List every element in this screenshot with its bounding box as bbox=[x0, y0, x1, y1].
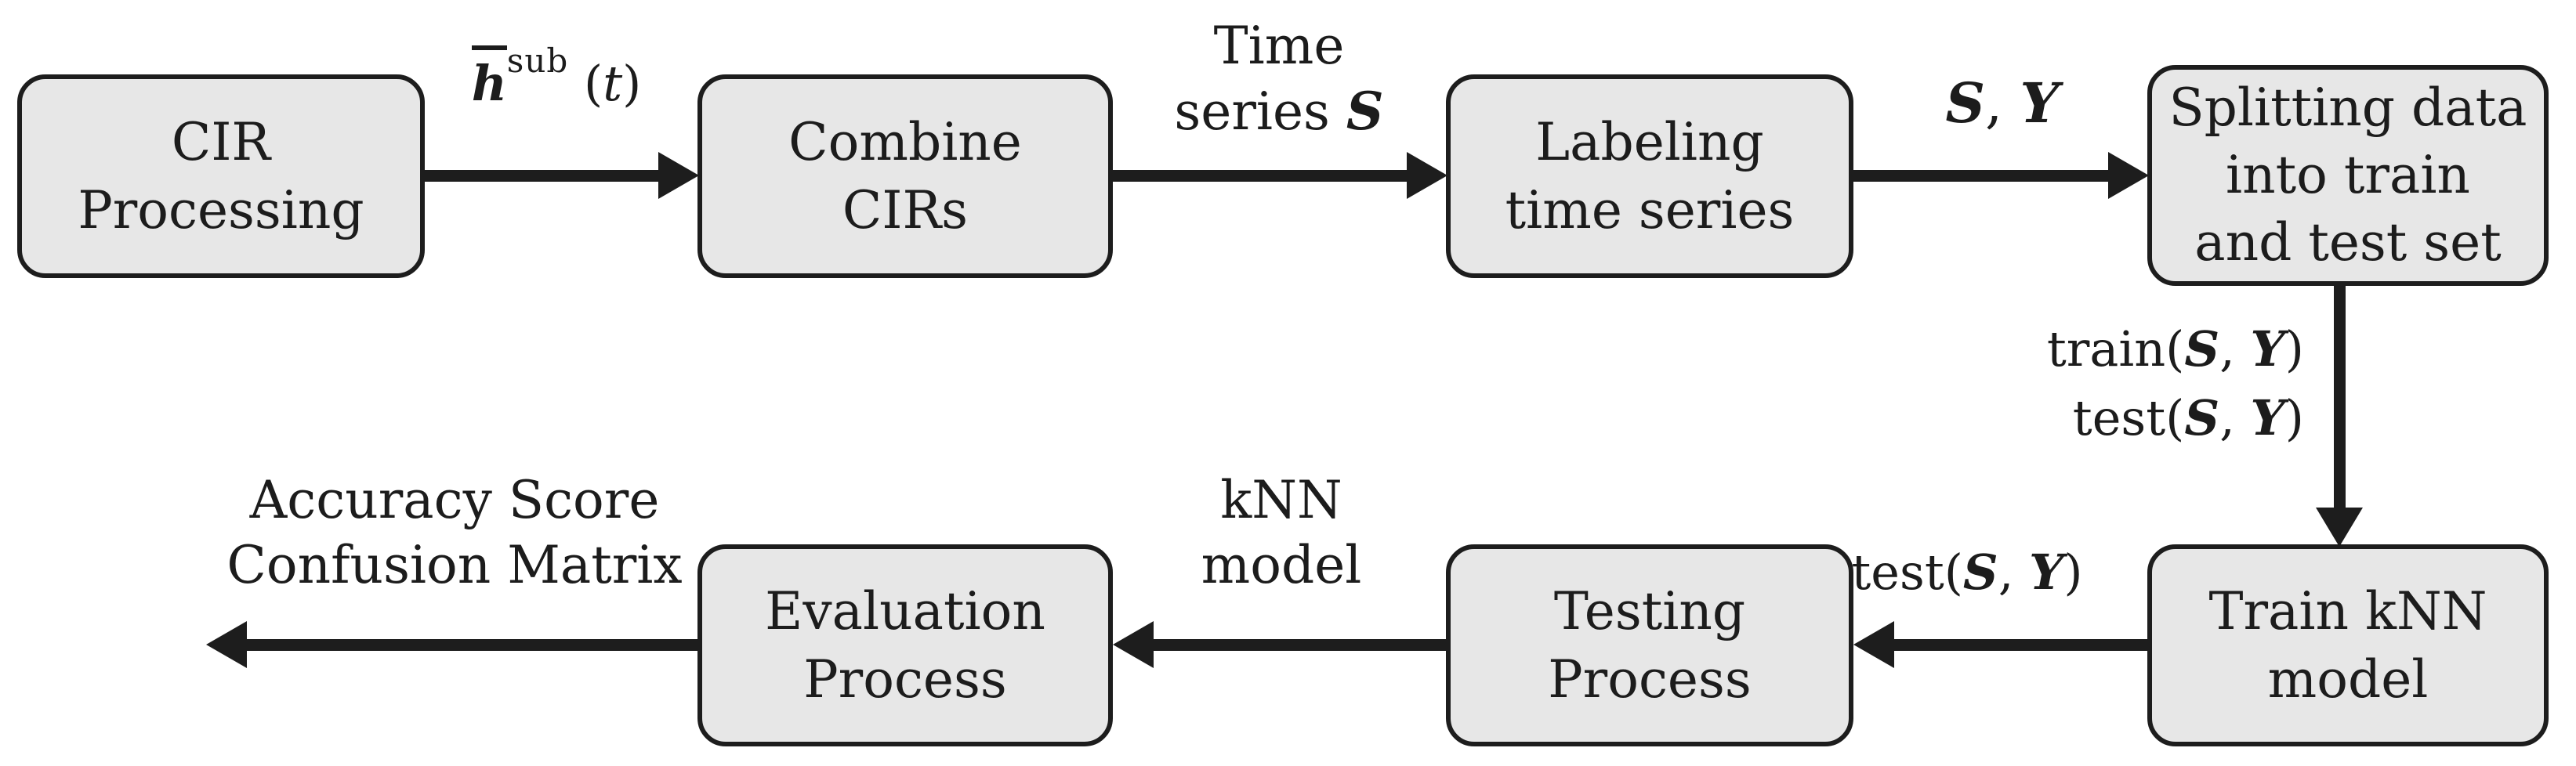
edge-label-knn-model: kNN model bbox=[1113, 468, 1450, 598]
label-line: series bbox=[1174, 81, 1346, 142]
arrowhead-right-icon bbox=[658, 152, 699, 199]
arrowhead-left-icon bbox=[206, 621, 247, 668]
node-label: Process bbox=[803, 649, 1007, 710]
node-label: Process bbox=[1548, 649, 1752, 710]
arrow-shaft bbox=[1113, 170, 1408, 182]
arrowhead-left-icon bbox=[1113, 621, 1154, 668]
math-var-t: t bbox=[603, 55, 623, 112]
arrow-shaft bbox=[245, 639, 697, 651]
label-paren: ) bbox=[2284, 389, 2304, 447]
node-label: model bbox=[2267, 649, 2429, 710]
node-cir-processing: CIR Processing bbox=[17, 74, 425, 278]
arrow-shaft bbox=[1893, 639, 2147, 651]
node-label: CIR bbox=[171, 111, 271, 172]
arrowhead-down-icon bbox=[2316, 508, 2363, 547]
arrow-shaft bbox=[1152, 639, 1446, 651]
node-label: Combine bbox=[788, 111, 1022, 172]
label-line: Time bbox=[1213, 16, 1345, 76]
node-evaluation-process: Evaluation Process bbox=[697, 544, 1113, 746]
math-paren: ( bbox=[583, 55, 603, 112]
edge-label-test-s-y: test(S, Y) bbox=[1795, 542, 2139, 603]
math-script-s: S bbox=[2184, 320, 2220, 378]
node-label: Train kNN bbox=[2208, 580, 2487, 641]
arrow-shaft bbox=[425, 170, 660, 182]
output-label-accuracy-confusion: Accuracy Score Confusion Matrix bbox=[141, 468, 768, 598]
label-line: Accuracy Score bbox=[249, 470, 660, 530]
label-separator: , bbox=[2219, 389, 2251, 447]
label-fn: test( bbox=[1851, 544, 1963, 601]
label-line: Confusion Matrix bbox=[226, 534, 683, 595]
arrow-shaft bbox=[1853, 170, 2110, 182]
label-line: kNN bbox=[1220, 470, 1342, 530]
node-label: and test set bbox=[2194, 211, 2502, 273]
node-label: Processing bbox=[78, 180, 364, 240]
label-paren: ) bbox=[2284, 320, 2304, 378]
math-script-y: Y bbox=[2020, 70, 2060, 135]
node-label: Splitting data bbox=[2168, 78, 2527, 139]
edge-label-s-y: S, Y bbox=[1850, 69, 2155, 139]
math-script-s: S bbox=[1962, 544, 1998, 601]
label-separator: , bbox=[1998, 544, 2030, 601]
arrowhead-right-icon bbox=[1407, 152, 1447, 199]
node-label: Testing bbox=[1553, 580, 1746, 641]
edge-label-train-test: train(S, Y) test(S, Y) bbox=[1865, 315, 2304, 453]
node-label: into train bbox=[2226, 145, 2470, 206]
node-combine-cirs: Combine CIRs bbox=[697, 74, 1113, 278]
arrowhead-left-icon bbox=[1853, 621, 1894, 668]
node-testing-process: Testing Process bbox=[1446, 544, 1853, 746]
math-script-s: S bbox=[1346, 80, 1384, 142]
math-superscript: sub bbox=[506, 42, 569, 80]
math-script-y: Y bbox=[2250, 389, 2285, 447]
math-script-y: Y bbox=[2029, 544, 2064, 601]
arrow-shaft bbox=[2334, 286, 2346, 513]
node-labeling-time-series: Labeling time series bbox=[1446, 74, 1853, 278]
label-fn: train( bbox=[2046, 320, 2185, 378]
math-h-bar: h bbox=[471, 45, 507, 114]
node-label: Evaluation bbox=[765, 580, 1045, 641]
node-label: time series bbox=[1505, 180, 1795, 240]
label-separator: , bbox=[1985, 71, 2020, 135]
label-paren: ) bbox=[2063, 544, 2083, 601]
label-fn: test( bbox=[2072, 389, 2185, 447]
math-paren: ) bbox=[622, 55, 642, 112]
math-script-s: S bbox=[2184, 389, 2220, 447]
math-script-y: Y bbox=[2250, 320, 2285, 378]
node-label: CIRs bbox=[842, 180, 969, 240]
math-script-s: S bbox=[1945, 70, 1986, 135]
node-train-knn-model: Train kNN model bbox=[2147, 544, 2549, 746]
arrowhead-right-icon bbox=[2108, 152, 2149, 199]
label-separator: , bbox=[2219, 320, 2251, 378]
label-line: model bbox=[1201, 534, 1362, 595]
node-label: Labeling bbox=[1535, 111, 1764, 172]
node-splitting-data: Splitting data into train and test set bbox=[2147, 65, 2549, 286]
edge-label-h-sub-t: hsub (t) bbox=[408, 41, 705, 114]
edge-label-time-series: Time series S bbox=[1107, 14, 1451, 144]
